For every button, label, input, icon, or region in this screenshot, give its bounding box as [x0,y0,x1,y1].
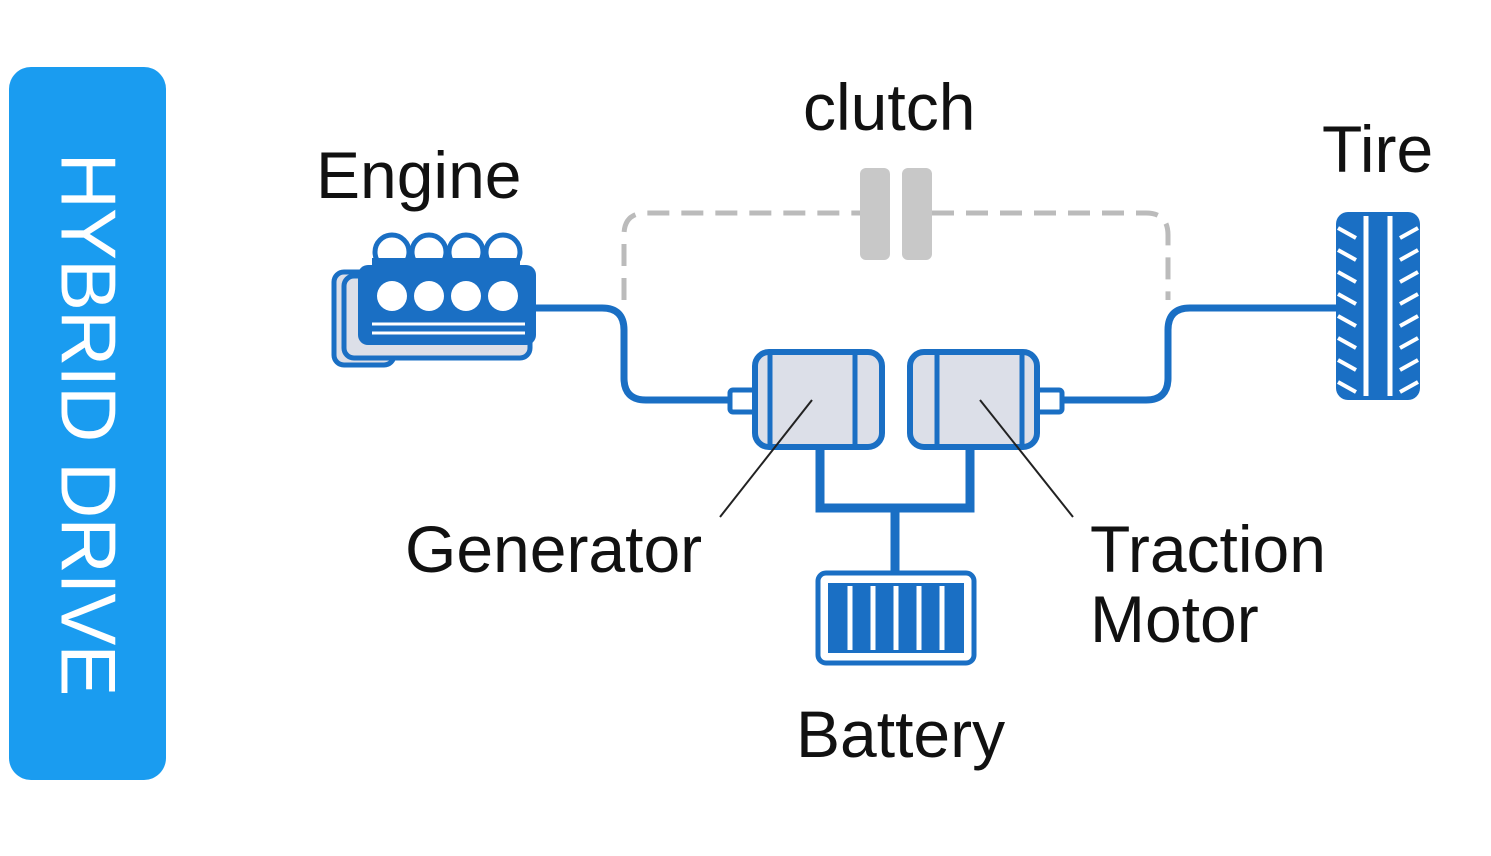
tire-label: Tire [1322,112,1433,186]
generator-leader-line [719,399,813,518]
clutch-icon [860,168,932,260]
clutch-label: clutch [803,70,975,144]
battery-connection-line [815,445,975,578]
engine-label: Engine [316,138,522,212]
tire-icon [1336,212,1420,400]
traction-motor-icon [907,349,1065,450]
battery-icon [815,570,977,666]
clutch-bypass-line [621,210,1171,300]
battery-label: Battery [796,697,1005,771]
traction-label-line1: Traction [1090,512,1326,586]
hybrid-drive-badge: HYBRID DRIVE [9,67,166,780]
traction-leader-line [979,399,1074,518]
generator-icon [727,349,885,450]
engine-icon [331,232,536,368]
traction-label-line2: Motor [1090,582,1259,656]
engine-shaft-line [535,304,736,404]
generator-label: Generator [405,512,702,586]
tire-shaft-line [1056,304,1340,404]
